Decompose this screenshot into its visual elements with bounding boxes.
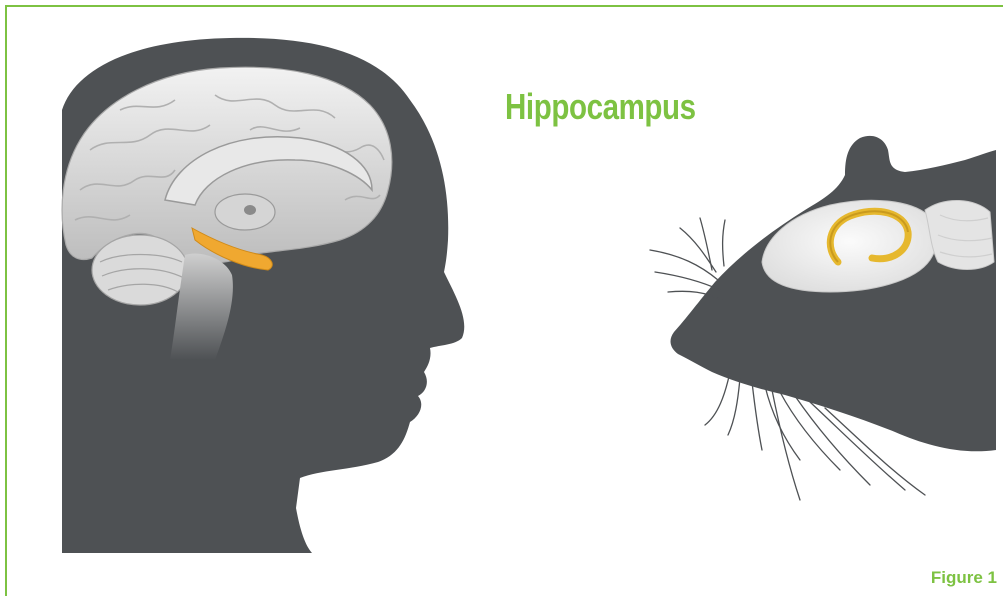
diagram-title: Hippocampus xyxy=(505,86,696,128)
rat-head xyxy=(650,136,996,500)
figure-label: Figure 1 xyxy=(931,568,997,588)
thalamus-center xyxy=(244,205,256,215)
cerebellum xyxy=(92,235,188,305)
